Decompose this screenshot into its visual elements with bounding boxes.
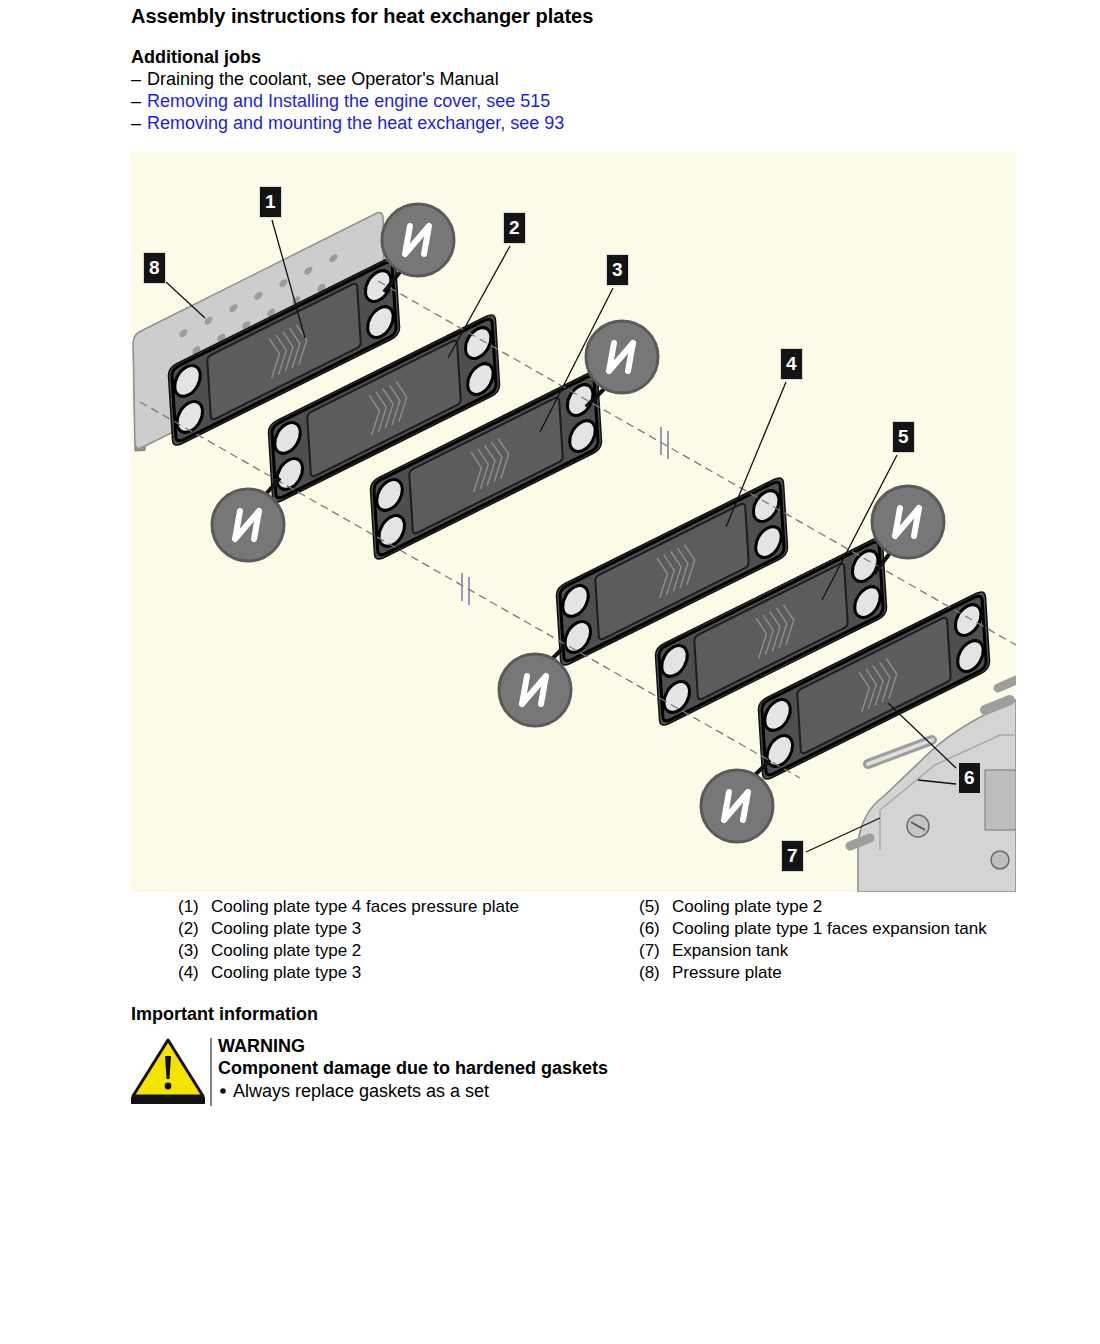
key-number: (7) — [639, 940, 660, 962]
leader-line — [166, 220, 956, 852]
callout-text: 4 — [786, 353, 797, 374]
callout-text: 3 — [612, 259, 623, 280]
key-number: (8) — [639, 962, 660, 984]
orientation-symbol — [499, 654, 571, 726]
orientation-symbol — [872, 486, 944, 558]
key-text: Expansion tank — [672, 940, 788, 962]
link-text: Removing and mounting the heat exchanger… — [147, 112, 564, 134]
warning-heading: WARNING — [218, 1035, 305, 1057]
callout-text: 8 — [149, 257, 160, 278]
key-text: Cooling plate type 4 faces pressure plat… — [211, 896, 519, 918]
callout-number: 3 — [606, 254, 629, 286]
warning-subject: Component damage due to hardened gaskets — [218, 1057, 608, 1079]
illustration-panel — [131, 152, 1016, 892]
divider-line — [210, 1038, 212, 1106]
callout-number: 1 — [259, 186, 282, 218]
callout-number: 7 — [781, 840, 804, 872]
section-heading: Additional jobs — [131, 46, 261, 68]
list-dash: – — [131, 90, 141, 112]
key-text: Cooling plate type 3 — [211, 918, 361, 940]
key-text: Cooling plate type 2 — [672, 896, 822, 918]
key-number: (3) — [178, 940, 199, 962]
key-number: (6) — [639, 918, 660, 940]
callout-number: 5 — [892, 421, 915, 453]
cooling-plate — [758, 589, 990, 782]
link-text: Removing and Installing the engine cover… — [147, 90, 550, 112]
key-text: Pressure plate — [672, 962, 782, 984]
warning-icon — [131, 1040, 205, 1104]
alignment-line — [140, 402, 800, 778]
orientation-symbol — [212, 489, 284, 561]
alignment-line — [378, 281, 1016, 645]
section-heading: Important information — [131, 1003, 318, 1025]
callout-text: 7 — [787, 845, 798, 866]
callout-number: 8 — [143, 252, 166, 284]
key-number: (5) — [639, 896, 660, 918]
callout-text: 1 — [265, 191, 276, 212]
key-number: (1) — [178, 896, 199, 918]
bullet — [220, 1088, 226, 1094]
break-mark — [462, 427, 668, 605]
callout-number: 4 — [780, 348, 803, 380]
callout-text: 2 — [509, 217, 520, 238]
callout-number: 6 — [958, 762, 981, 794]
orientation-symbol — [701, 770, 773, 842]
callout-text: 5 — [898, 426, 909, 447]
key-text: Cooling plate type 1 faces expansion tan… — [672, 918, 987, 940]
cooling-plate — [370, 369, 602, 562]
key-number: (4) — [178, 962, 199, 984]
callout-text: 6 — [964, 767, 975, 788]
list-dash: – — [131, 112, 141, 134]
orientation-symbol — [382, 204, 454, 276]
page-title: Assembly instructions for heat exchanger… — [131, 4, 593, 28]
key-text: Cooling plate type 2 — [211, 940, 361, 962]
orientation-symbol — [586, 321, 658, 393]
warning-instruction: Always replace gaskets as a set — [233, 1080, 489, 1102]
symbol-leader — [266, 272, 890, 775]
list-item: Draining the coolant, see Operator's Man… — [147, 68, 499, 90]
list-dash: – — [131, 68, 141, 90]
key-number: (2) — [178, 918, 199, 940]
callout-number: 2 — [503, 212, 526, 244]
key-text: Cooling plate type 3 — [211, 962, 361, 984]
exploded-view — [133, 204, 1016, 892]
